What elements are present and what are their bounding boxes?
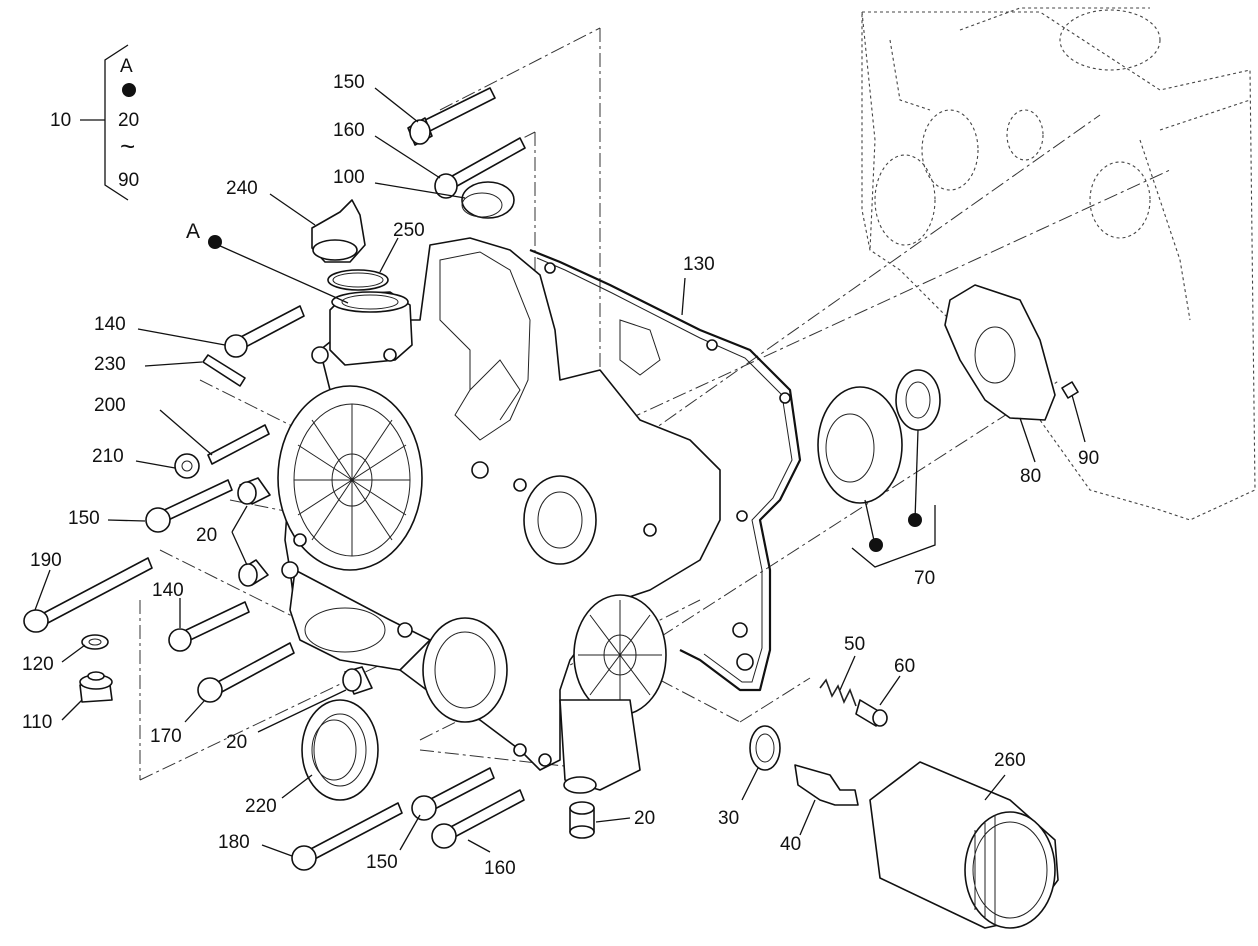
timing-cover-gasket <box>529 248 802 692</box>
callout-210: 210 <box>92 446 124 467</box>
nipple-40 <box>794 764 859 806</box>
callout-220: 220 <box>245 796 277 817</box>
callout-180: 180 <box>218 832 250 853</box>
callout-190: 190 <box>30 550 62 571</box>
bolt-170 <box>197 642 295 703</box>
washer-120 <box>81 634 109 650</box>
bolt-180 <box>291 802 403 871</box>
bolt-160-bottom <box>431 789 525 849</box>
callout-110: 110 <box>22 712 52 733</box>
legend-group-label: 10 <box>50 110 71 131</box>
dowel-20-c <box>342 666 373 695</box>
callout-160-top: 160 <box>333 120 365 141</box>
oil-seal-220 <box>301 699 379 801</box>
oil-filler-cap-240 <box>311 199 366 263</box>
stud-230 <box>202 354 246 387</box>
callout-50: 50 <box>844 634 865 655</box>
callout-140-top: 140 <box>94 314 126 335</box>
callout-250: 250 <box>393 220 425 241</box>
callout-120: 120 <box>22 654 54 675</box>
screw-90 <box>1061 381 1079 399</box>
dowel-20-b <box>238 559 269 587</box>
callout-150-bottom: 150 <box>366 852 398 873</box>
callout-100: 100 <box>333 167 365 188</box>
legend-range-symbol: ~ <box>120 131 135 161</box>
callout-200: 200 <box>94 395 126 416</box>
callout-170: 170 <box>150 726 182 747</box>
washer-30 <box>749 725 781 771</box>
callout-90: 90 <box>1078 448 1099 469</box>
callout-20-bottom: 20 <box>634 808 655 829</box>
timing-cover-housing <box>277 237 721 794</box>
leader-lines <box>34 87 1086 857</box>
pump-dot-icon-2 <box>908 513 922 527</box>
bolt-190 <box>23 557 153 633</box>
oil-pump-cover-80 <box>944 284 1056 421</box>
callout-160-bottom: 160 <box>484 858 516 879</box>
legend-dot-icon <box>122 83 136 97</box>
callout-150-left: 150 <box>68 508 100 529</box>
pump-dot-icon-1 <box>869 538 883 552</box>
oil-pump-rotor-inner <box>895 369 941 431</box>
callout-ref-a: A <box>186 220 200 243</box>
callout-20-mid: 20 <box>226 732 247 753</box>
callout-240: 240 <box>226 178 258 199</box>
legend-range-end: 90 <box>118 170 139 191</box>
oil-pump-rotor-outer <box>817 386 903 504</box>
oil-filter-260 <box>869 761 1059 929</box>
callout-70: 70 <box>914 568 935 589</box>
callout-80: 80 <box>1020 466 1041 487</box>
callout-30: 30 <box>718 808 739 829</box>
bolt-150-top <box>407 87 496 146</box>
legend-bracket <box>80 44 136 201</box>
plug-110 <box>79 671 113 703</box>
callout-20-left: 20 <box>196 525 217 546</box>
o-ring-250 <box>327 269 389 291</box>
bolt-140-top <box>224 305 305 358</box>
callout-60: 60 <box>894 656 915 677</box>
bolt-150-bottom <box>411 767 495 821</box>
dowel-20-d <box>569 801 595 839</box>
bolt-150-left <box>145 479 233 533</box>
callout-labels: 150 160 100 240 250 A 130 140 230 200 21… <box>22 72 1099 879</box>
callout-130: 130 <box>683 254 715 275</box>
bolt-140-mid <box>168 601 250 652</box>
engine-block-outline <box>861 7 1256 521</box>
spring-50 <box>819 678 857 707</box>
callout-260: 260 <box>994 750 1026 771</box>
ref-a-dot-icon <box>208 235 222 249</box>
bolt-160-top <box>434 137 526 199</box>
legend-range-start: 20 <box>118 110 139 131</box>
cover-rib-wheel <box>277 385 423 571</box>
nut-210 <box>174 453 200 479</box>
plug-60 <box>855 699 888 727</box>
legend-ref-letter: A <box>120 56 133 77</box>
callout-40: 40 <box>780 834 801 855</box>
cap-100 <box>461 181 515 219</box>
dowel-20-a <box>237 477 271 505</box>
callout-230: 230 <box>94 354 126 375</box>
callout-150-top: 150 <box>333 72 365 93</box>
stud-200 <box>207 424 270 465</box>
callout-140-mid: 140 <box>152 580 184 601</box>
